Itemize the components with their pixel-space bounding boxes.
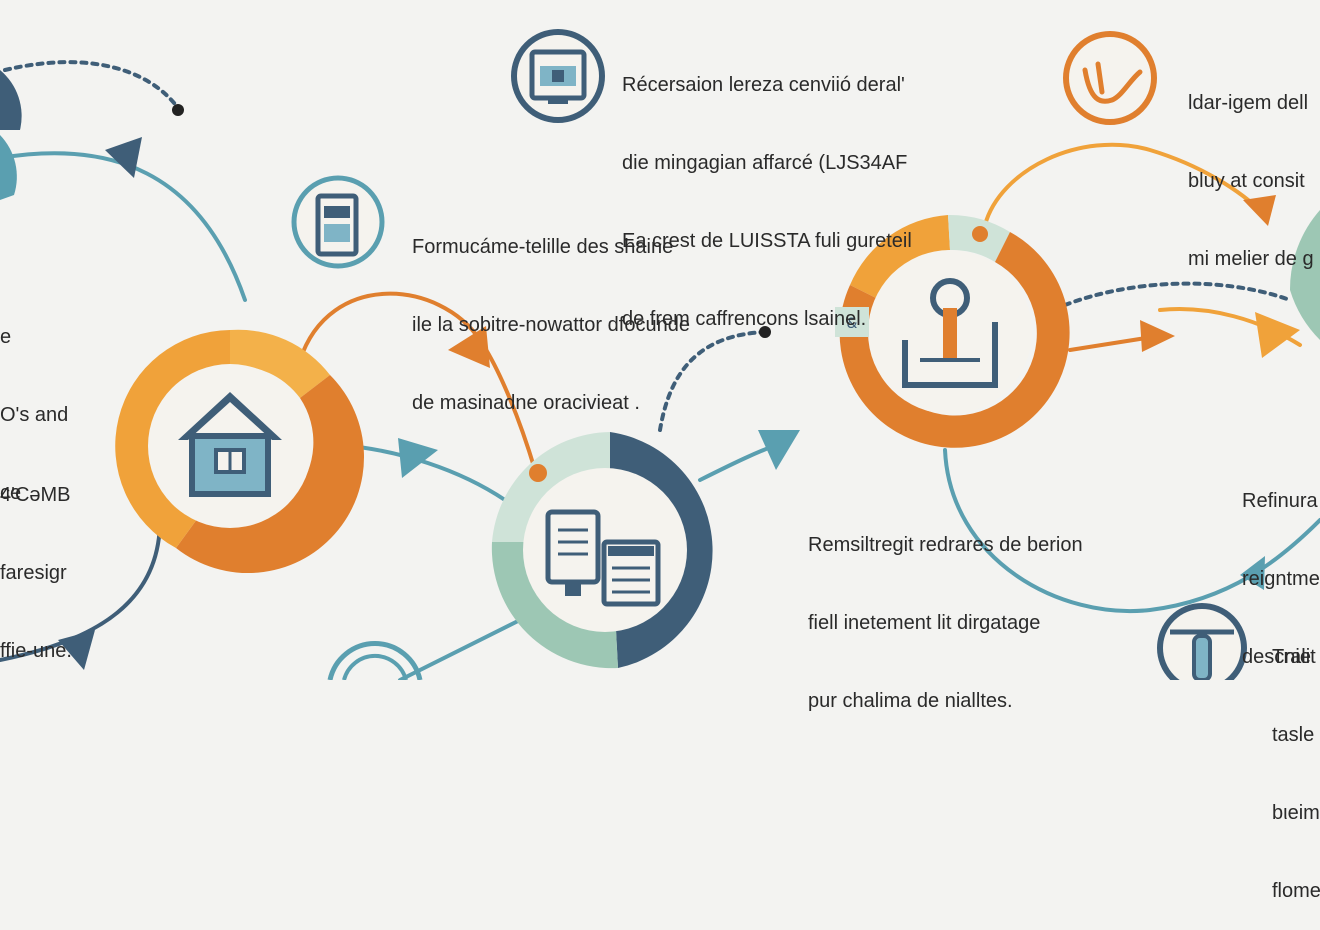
- teal-loop-bottom-right: [943, 448, 1320, 614]
- teal-curve-docs-down: [398, 618, 522, 680]
- arrowheads: [58, 137, 1300, 670]
- bottom-left-ring: [327, 641, 423, 680]
- node-right-partial: [1289, 210, 1320, 340]
- text-block-left-lower: 4ʹCəMB faresigr ffie-une.: [0, 484, 72, 662]
- hand-icon: [1063, 31, 1157, 125]
- monitor-icon: [511, 29, 605, 123]
- house-icon: [178, 392, 282, 497]
- document-icon: [545, 509, 661, 607]
- node-documents: [491, 432, 713, 669]
- text-block-right-mid: Refinura reigntmer descnie: [1242, 490, 1320, 668]
- orange-arrow-house-to-docs: [298, 291, 537, 472]
- dotted-connector-top-left: [3, 60, 180, 110]
- process-diagram: &: [0, 29, 1320, 680]
- text-block-top-center: Récersaion lereza cenviió deral' die min…: [622, 74, 912, 330]
- text-block-right-bottom: Tralit tasle bιeim flome: [1272, 646, 1320, 902]
- node-person-chart: &: [835, 214, 1070, 448]
- text-block-top-right: ldar-igem dell bluy at consit mi melier …: [1188, 92, 1314, 270]
- dotted-connector-docs-to-person: [658, 330, 767, 432]
- teal-curve-upper-left: [0, 151, 247, 302]
- node-left-partial: [0, 70, 22, 200]
- arrowhead-orange-1: [448, 326, 490, 368]
- arrowhead-orange-4: [1255, 312, 1300, 358]
- arrowhead-navy-bottom: [58, 630, 95, 670]
- arrowhead-teal-3: [758, 430, 800, 470]
- arrowhead-orange-2: [1243, 195, 1276, 226]
- person-chart-icon: [902, 278, 998, 388]
- text-block-bottom-center: Remsiltregit redrares de berion fiell in…: [808, 534, 1083, 712]
- dotted-connector-person-to-right: [1063, 281, 1292, 307]
- arrowhead-teal-1: [105, 137, 142, 178]
- text-block-left-upper: e O's and ce: [0, 326, 69, 504]
- tablet-icon: [291, 175, 385, 269]
- arrowhead-teal-2: [398, 438, 438, 478]
- node-house: [115, 329, 365, 574]
- arrowhead-teal-4: [1240, 556, 1265, 590]
- svg-text:&: &: [847, 316, 858, 332]
- orange-arrow-person-to-right: [983, 142, 1267, 227]
- badge-icon: [1157, 603, 1247, 680]
- arrowhead-orange-3: [1140, 320, 1175, 352]
- teal-curve-lower-left: [0, 518, 162, 662]
- text-block-mid-center: Formucáme-telille des shaine ile la sobi…: [412, 236, 690, 414]
